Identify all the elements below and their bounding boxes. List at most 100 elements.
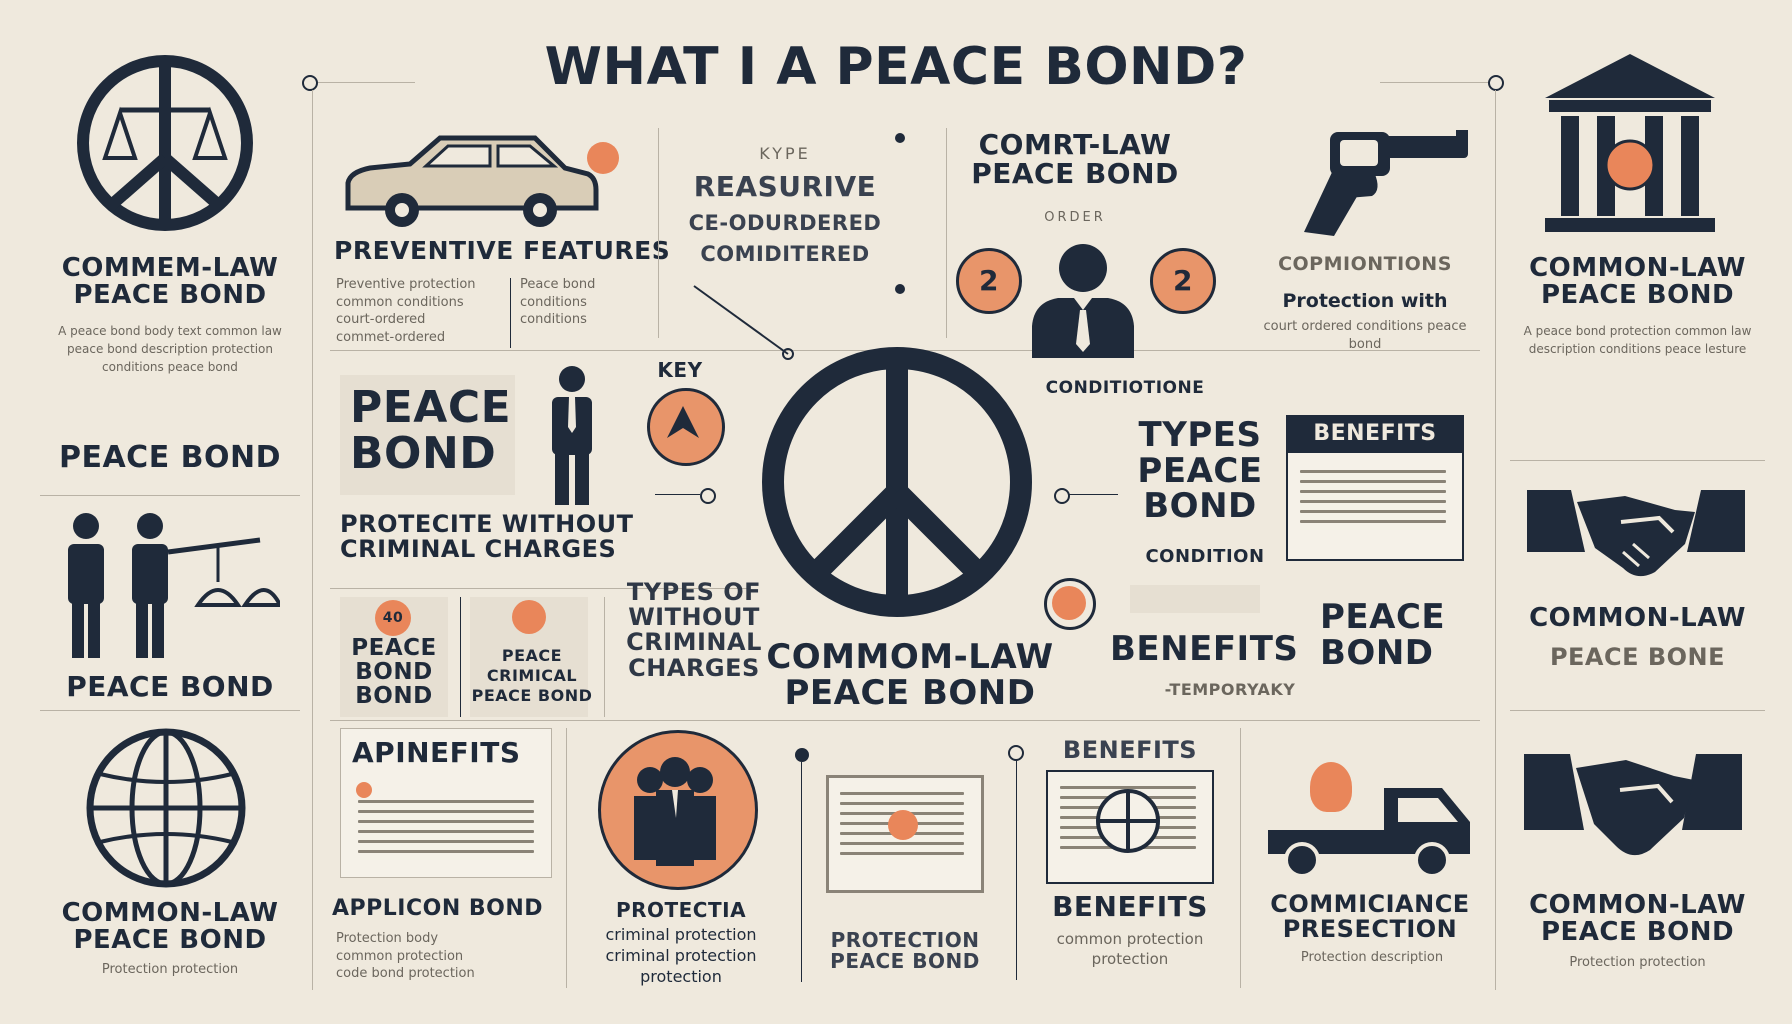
protection-peace-text: PROTECTION PEACE BOND xyxy=(830,928,980,973)
divider-left-1 xyxy=(40,495,300,496)
preventive-title: PREVENTIVE FEATURES xyxy=(334,236,671,265)
handshake-icon xyxy=(1525,482,1747,582)
reasurive-line1: REASURIVE xyxy=(693,170,877,203)
commicance-body: Protection description xyxy=(1300,950,1444,965)
benefits-peace-panel xyxy=(1130,585,1260,613)
divider-left-2 xyxy=(40,710,300,711)
target-icon xyxy=(1093,786,1163,856)
reasurive-line3: COMIDITERED xyxy=(700,242,870,266)
apbenefits-card xyxy=(340,728,552,878)
alert-dot-icon xyxy=(587,142,619,174)
copmon-heading: COPMIONTIONS xyxy=(1278,253,1452,275)
commicance-text: COMMICIANCE PRESECTION xyxy=(1270,890,1470,944)
reasurive-line2: CE-ODURDERED xyxy=(688,211,882,235)
car-icon xyxy=(340,128,600,228)
copmon-body: court ordered conditions peace bond xyxy=(1263,319,1467,352)
comrt-sub: ORDER xyxy=(1044,210,1106,225)
connector-arrow-icon xyxy=(690,282,800,362)
copmon-sub: Protection with xyxy=(1282,290,1448,312)
handshake-icon-2 xyxy=(1522,744,1744,864)
benefits-bottom-line xyxy=(1016,760,1017,980)
benefits-bottom-dot xyxy=(1008,745,1024,761)
small-box-1-badge: 40 xyxy=(375,600,411,636)
left-bottom-body: Protection protection xyxy=(101,962,239,977)
right-top-body: A peace bond protection common law descr… xyxy=(1523,324,1752,356)
protectia-title: PROTECTIA xyxy=(615,898,747,922)
divider-right-2 xyxy=(1510,710,1765,711)
right-middle-heading: COMMON-LAW xyxy=(1529,603,1746,633)
divider-mid-2 xyxy=(330,720,1480,721)
doc-connector-dot xyxy=(795,748,809,762)
types-title: TYPES PEACE BOND xyxy=(1137,415,1263,527)
reasurive-dot-top xyxy=(895,133,905,143)
bottom-divider-1 xyxy=(566,728,567,988)
left-middle-label: PEACE BOND xyxy=(66,670,274,703)
types-connector-dot xyxy=(1054,488,1070,504)
left-bottom-heading: COMMON-LAW PEACE BOND xyxy=(61,898,279,956)
benefits-card-lines xyxy=(1300,470,1446,530)
right-bottom-body: Protection protection xyxy=(1569,955,1706,970)
types-connector xyxy=(1058,494,1118,495)
preventive-col2: Peace bond conditions conditions xyxy=(520,277,596,328)
benefits-peace-sub: -TEMPORYAKY xyxy=(1164,680,1296,699)
preventive-col-divider xyxy=(510,278,511,348)
truck-cargo-icon xyxy=(1310,762,1352,812)
benefits-bottom-title: BENEFITS xyxy=(1062,736,1198,764)
doc-connector-line xyxy=(801,762,802,982)
apbenefits-body: Protection body common protection code b… xyxy=(336,931,475,982)
key-connector xyxy=(655,494,700,495)
central-peace-icon xyxy=(757,342,1037,622)
reasurive-divider xyxy=(658,128,659,338)
key-connector-dot xyxy=(700,488,716,504)
comrt-heading: COMRT-LAW PEACE BOND xyxy=(971,128,1179,191)
left-top-footer: PEACE BOND xyxy=(58,440,282,475)
left-top-heading: COMMEM-LAW PEACE BOND xyxy=(61,253,279,311)
people-scales-icon xyxy=(50,510,280,660)
small-box-divider-2 xyxy=(604,597,605,717)
key-direction-icon xyxy=(647,388,725,466)
page-title: WHAT I A PEACE BOND? xyxy=(544,37,1248,97)
group-people-icon xyxy=(598,730,758,890)
comrt-badge-2: 2 xyxy=(1150,248,1216,314)
title-rule-right xyxy=(1380,82,1490,83)
small-row-rule xyxy=(330,588,750,589)
person-tie-icon xyxy=(548,365,596,505)
apbenefits-dot xyxy=(356,782,372,798)
peace-bond-title: PEACE BOND xyxy=(350,382,512,480)
right-bottom-heading: COMMON-LAW PEACE BOND xyxy=(1529,890,1746,948)
title-rule-left xyxy=(310,82,415,83)
apbenefits-lines xyxy=(358,800,534,860)
right-middle-sub: PEACE BONE xyxy=(1549,643,1726,671)
comrt-divider xyxy=(946,128,947,338)
peace-bond-caption: PROTECITE WITHOUT CRIMINAL CHARGES xyxy=(340,510,634,564)
globe-icon xyxy=(78,720,254,896)
benefits-bottom-caption: BENEFITS xyxy=(1052,890,1208,923)
bottom-divider-3 xyxy=(1240,728,1241,988)
right-top-heading: COMMON-LAW PEACE BOND xyxy=(1529,253,1746,311)
apbenefits-title: APINEFITS xyxy=(352,736,521,769)
document-seal-icon xyxy=(888,810,918,840)
small-box-1-text: PEACE BOND BOND xyxy=(351,635,437,710)
frame-line-left xyxy=(312,90,313,990)
benefits-bottom-body: common protection protection xyxy=(1056,930,1204,968)
reasurive-kicker: KYPE xyxy=(759,144,811,163)
small-box-2-text: PEACE CRIMICAL PEACE BOND xyxy=(471,646,593,705)
left-top-body: A peace bond body text common law peace … xyxy=(58,324,282,374)
small-box-divider xyxy=(460,597,461,717)
small-box-2-badge xyxy=(512,600,546,634)
comrt-footer: CONDITIOTIONE xyxy=(1045,378,1205,398)
reasurive-dot-mid xyxy=(895,284,905,294)
protectia-body: criminal protection criminal protection … xyxy=(605,925,757,986)
apbenefits-caption: APPLICON BOND xyxy=(332,896,544,921)
frame-line-right xyxy=(1495,90,1496,990)
types-footer: CONDITION xyxy=(1145,546,1265,567)
officer-icon xyxy=(1028,240,1138,360)
title-dot-left xyxy=(302,75,318,91)
peace-bond-panel xyxy=(340,375,515,495)
central-caption: COMMOM-LAW PEACE BOND xyxy=(766,637,1054,713)
peace-scales-icon xyxy=(70,48,260,238)
divider-right-1 xyxy=(1510,460,1765,461)
courthouse-icon xyxy=(1535,50,1725,240)
title-dot-right xyxy=(1488,75,1504,91)
revolver-icon xyxy=(1278,128,1478,238)
